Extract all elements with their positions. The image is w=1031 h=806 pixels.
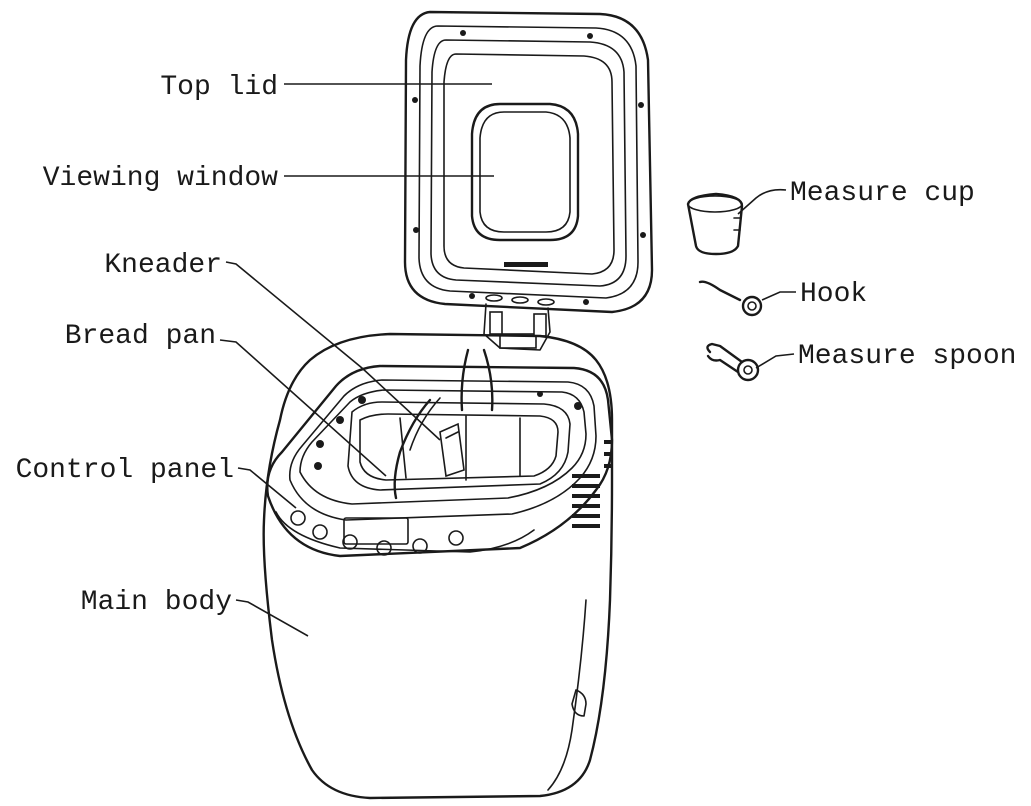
side-vent — [572, 440, 612, 528]
callout-labels: Top lid Viewing window Kneader Bread pan… — [16, 72, 1017, 618]
label-control-panel: Control panel — [16, 455, 234, 486]
label-hook: Hook — [800, 279, 867, 310]
label-bread-pan: Bread pan — [65, 321, 216, 352]
viewing-window — [470, 102, 580, 267]
top-frame — [266, 364, 614, 558]
kneader — [439, 422, 465, 478]
label-measure-cup: Measure cup — [790, 178, 975, 209]
leader-lines — [219, 83, 796, 637]
label-kneader: Kneader — [104, 250, 222, 281]
measure-spoon — [706, 342, 760, 382]
label-top-lid: Top lid — [160, 72, 278, 103]
measure-cup — [686, 192, 744, 256]
label-measure-spoon: Measure spoon — [798, 341, 1016, 372]
bread-pan — [347, 348, 571, 500]
control-panel — [275, 510, 535, 556]
top-lid — [403, 10, 654, 351]
hook — [698, 280, 763, 317]
label-viewing-window: Viewing window — [43, 163, 278, 194]
main-body — [262, 332, 614, 800]
label-main-body: Main body — [81, 587, 232, 618]
